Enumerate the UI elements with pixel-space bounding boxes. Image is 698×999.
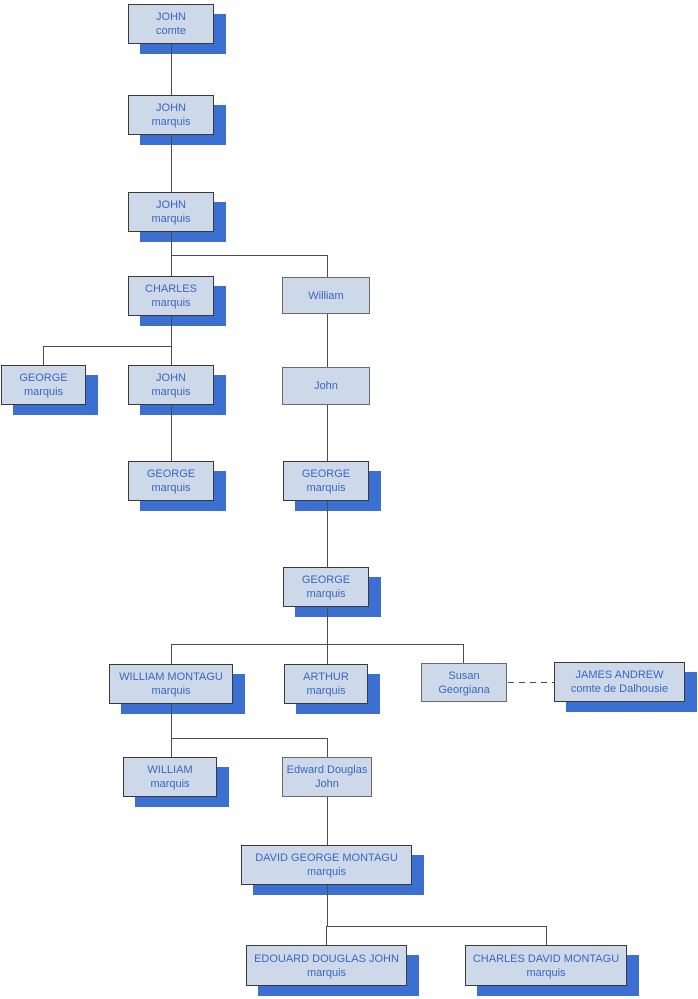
connector-line [327, 738, 328, 757]
person-box-george-marquis-left: GEORGE marquis [1, 365, 86, 405]
person-box-charles-marquis: CHARLES marquis [128, 276, 214, 316]
person-title: marquis [306, 588, 346, 600]
connector-line [327, 405, 328, 461]
connector-line [43, 346, 171, 347]
person-box-george-marquis-3: GEORGE marquis [283, 567, 369, 607]
person-title: comte [156, 25, 186, 37]
person-name: Edward Douglas [286, 764, 368, 776]
person-name: WILLIAM [147, 764, 193, 776]
person-box-william-montagu: WILLIAM MONTAGU marquis [109, 664, 233, 704]
person-name: Susan [448, 669, 480, 682]
person-box-john-marquis-2: JOHN marquis [128, 192, 214, 232]
person-name: CHARLES DAVID MONTAGU [472, 952, 620, 965]
person-name: GEORGE [301, 574, 351, 586]
connector-line [326, 926, 546, 927]
connector-line [171, 644, 172, 664]
person-title: marquis [151, 685, 191, 697]
connector-line [327, 255, 328, 277]
person-title: Georgiana [438, 683, 490, 696]
person-box-david-george-montagu: DAVID GEORGE MONTAGU marquis [241, 845, 412, 885]
person-title: marquis [151, 482, 191, 494]
connector-line [171, 738, 327, 739]
connector-line [327, 885, 328, 926]
person-box-william-marquis: WILLIAM marquis [123, 757, 217, 797]
person-name: John [314, 380, 338, 392]
connector-line [326, 926, 327, 945]
person-box-john-comte: JOHN comte [128, 4, 214, 44]
person-name: JOHN [156, 102, 186, 114]
connector-line-dashed [508, 682, 554, 683]
person-box-arthur-marquis: ARTHUR marquis [284, 664, 368, 704]
person-name: ARTHUR [303, 671, 349, 683]
person-title: marquis [306, 685, 346, 697]
person-name: JOHN [156, 372, 186, 384]
person-name: GEORGE [19, 372, 68, 384]
person-name: GEORGE [301, 468, 351, 480]
person-title: marquis [23, 386, 64, 398]
person-box-john-plain: John [282, 367, 370, 405]
connector-line [171, 232, 172, 276]
person-name: JOHN [156, 199, 186, 211]
person-title: marquis [306, 482, 346, 494]
person-box-james-andrew: JAMES ANDREW comte de Dalhousie [554, 662, 685, 702]
person-box-john-marquis-1: JOHN marquis [128, 95, 214, 135]
person-name: CHARLES [145, 283, 197, 295]
connector-line [43, 346, 44, 365]
person-title: marquis [306, 966, 347, 979]
connector-line [171, 135, 172, 192]
connector-line [171, 255, 327, 256]
person-title: marquis [151, 213, 191, 225]
person-name: EDOUARD DOUGLAS JOHN [254, 952, 399, 965]
connector-line [463, 644, 464, 663]
connector-line [327, 501, 328, 567]
person-name: WILLIAM MONTAGU [119, 671, 223, 683]
connector-line [327, 314, 328, 367]
person-title: marquis [306, 866, 347, 878]
connector-line [171, 644, 463, 645]
connector-line [171, 316, 172, 365]
person-box-george-marquis-2: GEORGE marquis [283, 461, 369, 501]
person-name: GEORGE [146, 468, 196, 480]
person-title: marquis [526, 966, 566, 979]
person-box-john-marquis-3: JOHN marquis [128, 365, 214, 405]
person-title: marquis [151, 297, 191, 309]
connector-line [171, 738, 172, 757]
person-title: John [315, 778, 339, 790]
person-title: comte de Dalhousie [570, 683, 669, 695]
connector-line [327, 797, 328, 845]
person-name: JOHN [156, 11, 186, 23]
connector-line [546, 926, 547, 945]
person-name: JAMES ANDREW [575, 669, 664, 681]
person-title: marquis [151, 386, 191, 398]
person-name: DAVID GEORGE MONTAGU [255, 852, 398, 864]
person-title: marquis [150, 778, 190, 790]
connector-line [171, 405, 172, 461]
person-title: marquis [151, 116, 191, 128]
person-box-george-marquis-1: GEORGE marquis [128, 461, 214, 501]
connector-line [171, 704, 172, 738]
person-box-william-plain: William [282, 277, 370, 314]
connector-line [327, 607, 328, 664]
connector-line [171, 44, 172, 95]
person-name: William [308, 289, 344, 302]
